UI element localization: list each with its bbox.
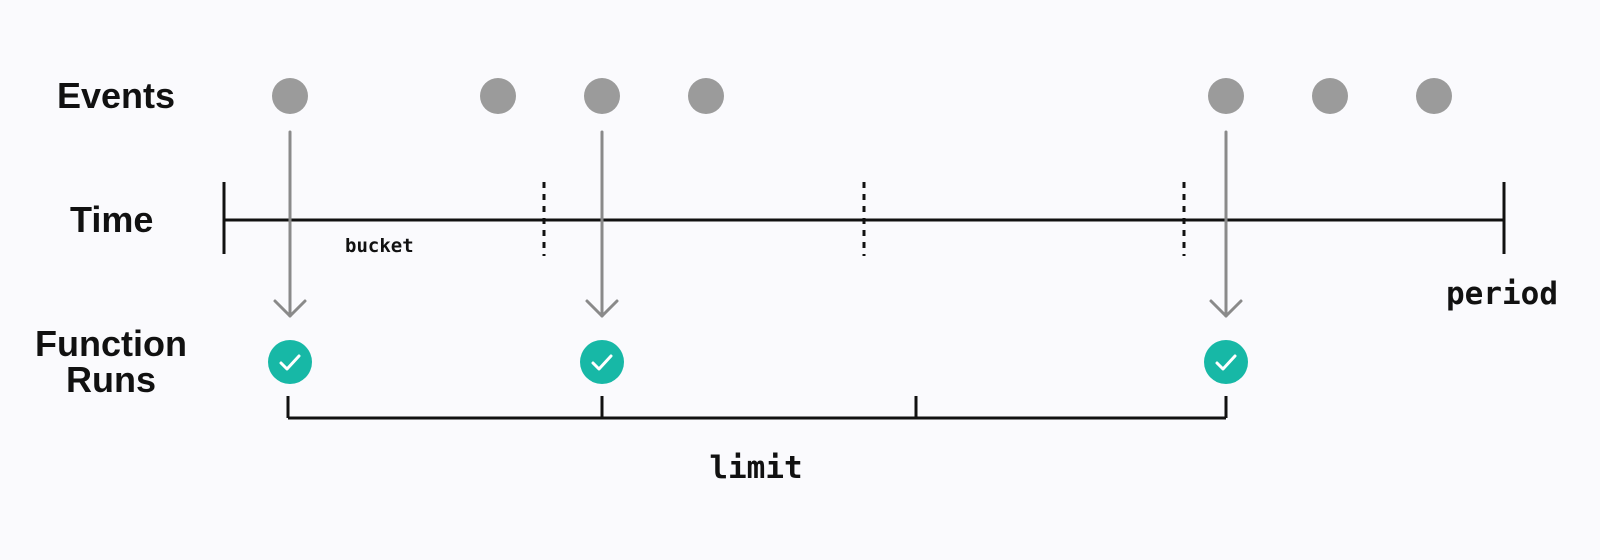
function-run-check	[268, 340, 312, 384]
event-dot-icon	[1312, 78, 1348, 114]
event-dot-icon	[480, 78, 516, 114]
function-run-check	[580, 340, 624, 384]
trigger-arrows	[273, 130, 1243, 318]
arrow-down-icon	[273, 130, 307, 318]
arrow-down-icon	[585, 130, 619, 318]
limit-label: limit	[709, 450, 802, 486]
checkmark-icon	[591, 354, 613, 371]
period-label: period	[1446, 276, 1558, 312]
function-runs-row-label-line2: Runs	[66, 359, 156, 400]
event-dot-icon	[688, 78, 724, 114]
time-row-label: Time	[70, 199, 153, 240]
function-runs	[268, 340, 1248, 384]
time-axis	[222, 182, 1506, 256]
event-dot-icon	[272, 78, 308, 114]
arrow-down-icon	[1209, 130, 1243, 318]
bucket-label: bucket	[345, 235, 414, 257]
limit-bracket	[286, 396, 1228, 420]
event-dot-icon	[584, 78, 620, 114]
checkmark-icon	[1215, 354, 1237, 371]
function-runs-row-label-line1: Function	[35, 323, 187, 364]
events-row-label: Events	[57, 75, 175, 116]
event-dot-icon	[1416, 78, 1452, 114]
event-dot-icon	[1208, 78, 1244, 114]
event-dots	[272, 78, 1452, 114]
function-run-check	[1204, 340, 1248, 384]
checkmark-icon	[279, 354, 301, 371]
